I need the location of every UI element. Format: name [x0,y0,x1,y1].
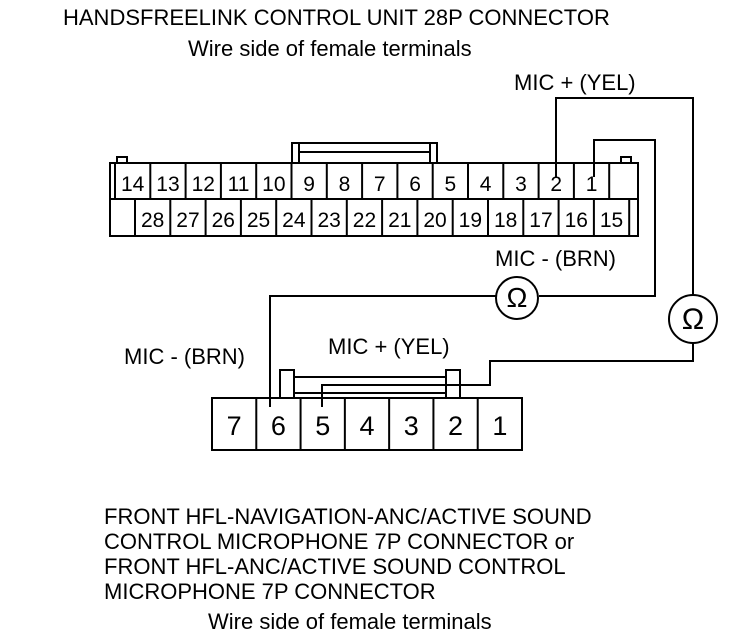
top-pin-label: 8 [339,173,351,196]
bottom-connector-left-post [279,369,295,399]
wire-mic-minus-top [539,139,656,297]
top-pin-label: 13 [156,173,179,196]
top-pin-label: 7 [374,173,386,196]
top-pin-label: 11 [228,173,250,196]
bottom-connector-pin-label: 7 [227,411,242,441]
top-connector-latch [291,142,438,164]
top-connector-right-tab [620,156,632,163]
bottom-pin-label: 19 [459,209,482,232]
bottom-connector-pin-label: 1 [492,411,507,441]
bottom-pin-label: 28 [141,209,164,232]
bottom-pin-label: 17 [529,209,552,232]
bottom-connector-pin-label: 2 [448,411,463,441]
bottom-connector-title-line-4: MICROPHONE 7P CONNECTOR [104,579,436,604]
bottom-connector-title-line-2: CONTROL MICROPHONE 7P CONNECTOR or [104,529,575,554]
bottom-connector-subtitle: Wire side of female terminals [208,609,492,634]
ohm-icon-right: Ω [682,303,704,336]
top-pin-label: 10 [262,173,285,196]
bottom-pin-label: 18 [494,209,517,232]
bottom-connector-pin-label: 5 [315,411,330,441]
wire-mic-minus-bottom [269,295,496,407]
bottom-pin-label: 23 [317,209,340,232]
top-pin-label: 14 [121,173,145,196]
top-pin-label: 6 [409,173,421,196]
top-pin-label: 5 [445,173,457,196]
mic-minus-top-label: MIC - (BRN) [495,246,616,271]
top-pin-label: 9 [303,173,315,196]
bottom-pin-label: 20 [423,209,446,232]
ohmmeter-left [495,276,539,320]
bottom-connector-pin-label: 6 [271,411,286,441]
ohmmeter-right [668,294,718,344]
ohm-icon-left: Ω [507,282,528,313]
bottom-pin-label: 15 [600,209,623,232]
bottom-connector-title-line-3: FRONT HFL-ANC/ACTIVE SOUND CONTROL [104,554,566,579]
top-pin-label: 3 [515,173,527,196]
pin-1-bracket [593,139,605,177]
bottom-pin-label: 22 [353,209,376,232]
wire-mic-plus-top [555,97,694,295]
top-pin-label: 1 [586,173,598,196]
top-pin-label: 12 [192,173,215,196]
bottom-connector-pin-label: 4 [359,411,374,441]
top-pin-label: 2 [550,173,562,196]
bottom-connector-body [211,397,523,451]
bottom-pin-label: 27 [176,209,199,232]
bottom-pin-label: 21 [388,209,411,232]
top-connector-title: HANDSFREELINK CONTROL UNIT 28P CONNECTOR [63,5,610,30]
mic-plus-bottom-label: MIC + (YEL) [328,334,450,359]
top-connector-subtitle: Wire side of female terminals [188,36,472,61]
bottom-pin-label: 25 [247,209,270,232]
wire-mic-plus-bottom [321,343,694,407]
top-connector-left-tab [116,156,128,163]
mic-minus-bottom-label: MIC - (BRN) [124,344,245,369]
bottom-pin-label: 26 [212,209,235,232]
mic-plus-top-label: MIC + (YEL) [514,70,636,95]
bottom-connector-pin-label: 3 [404,411,419,441]
bottom-pin-label: 24 [282,209,306,232]
bottom-pin-label: 16 [565,209,588,232]
bottom-connector-title-line-1: FRONT HFL-NAVIGATION-ANC/ACTIVE SOUND [104,504,592,529]
top-pin-label: 4 [480,173,492,196]
